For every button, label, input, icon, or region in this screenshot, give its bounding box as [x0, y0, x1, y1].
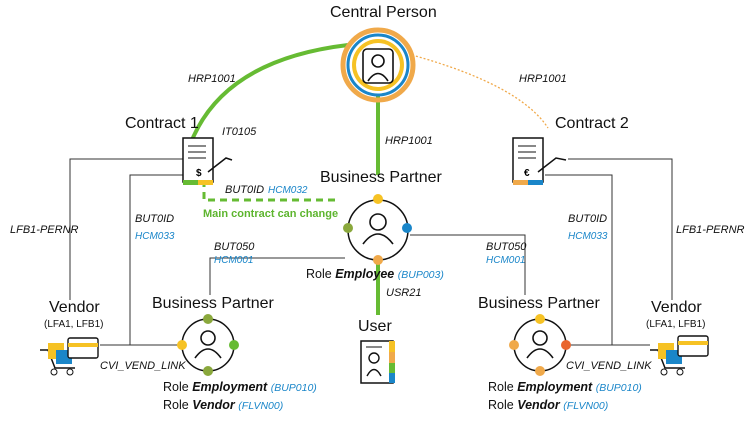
vendor-left-title: Vendor: [49, 299, 100, 316]
bp-right-role2: Role Vendor (FLVN00): [488, 399, 608, 412]
bp-left-role2: Role Vendor (FLVN00): [163, 399, 283, 412]
label-hrp1001-left: HRP1001: [188, 73, 236, 85]
vendor-right-icon: [650, 335, 709, 376]
vendor-right-title: Vendor: [651, 299, 702, 316]
role-name: Employment: [517, 380, 593, 394]
label-hcm001-left: HCM001: [214, 255, 254, 266]
contract1-title: Contract 1: [125, 115, 199, 132]
role-code: (BUP010): [595, 382, 642, 394]
line-central-contract2: [411, 54, 549, 129]
label-main-contract-change: Main contract can change: [203, 208, 339, 220]
contract2-title: Contract 2: [555, 115, 629, 132]
user-icon: [360, 340, 395, 384]
label-lfb1-left: LFB1-PERNR: [10, 224, 79, 236]
line-contract1-bp-left: [129, 174, 184, 346]
role-code: (FLVN00): [238, 400, 284, 412]
label-but050-right: BUT050: [486, 241, 527, 253]
role-code: (FLVN00): [563, 400, 609, 412]
label-hrp1001-center: HRP1001: [385, 135, 433, 147]
line-contract2-vendor-right: [568, 158, 673, 300]
label-hcm033-right: HCM033: [568, 231, 608, 242]
line-main-contract-change: [202, 180, 340, 202]
label-hcm001-right: HCM001: [486, 255, 526, 266]
role-prefix: Role: [163, 398, 189, 412]
line-contract1-vendor-left: [69, 158, 184, 300]
contract1-icon: $: [182, 137, 233, 185]
line-contract2-bp-right: [545, 174, 613, 346]
label-cvi-left: CVI_VEND_LINK: [100, 360, 186, 372]
label-butoid-right: BUT0ID: [568, 213, 608, 225]
line-bp-center-bp-left: [209, 257, 345, 295]
bp-left-icon: [177, 314, 239, 376]
bp-left-title: Business Partner: [152, 295, 274, 312]
role-code: (BUP003): [397, 269, 444, 281]
label-it0105: IT0105: [222, 126, 257, 138]
vendor-left-icon: [40, 337, 99, 376]
vendor-left-tables: (LFA1, LFB1): [44, 319, 104, 330]
bp-center-icon: [343, 194, 412, 265]
role-name: Employee: [335, 267, 395, 281]
role-prefix: Role: [488, 398, 514, 412]
role-code: (BUP010): [270, 382, 317, 394]
label-hrp1001-right: HRP1001: [519, 73, 567, 85]
contract2-icon: €: [512, 137, 567, 185]
bp-right-title: Business Partner: [478, 295, 600, 312]
role-prefix: Role: [306, 267, 332, 281]
label-but050-left: BUT050: [214, 241, 255, 253]
role-name: Vendor: [192, 398, 235, 412]
bp-right-icon: [509, 314, 571, 376]
bp-left-role1: Role Employment (BUP010): [163, 381, 317, 394]
central-person-icon: [340, 27, 416, 103]
role-name: Vendor: [517, 398, 560, 412]
role-prefix: Role: [488, 380, 514, 394]
label-cvi-right: CVI_VEND_LINK: [566, 360, 652, 372]
bp-center-role: Role Employee (BUP003): [306, 268, 444, 281]
line-central-contract1: [188, 43, 349, 146]
label-butoid-center: BUT0ID: [225, 184, 265, 196]
svg-text:€: €: [524, 168, 530, 179]
label-usr21: USR21: [386, 287, 422, 299]
label-hcm033-left: HCM033: [135, 231, 175, 242]
role-name: Employment: [192, 380, 268, 394]
svg-text:$: $: [196, 168, 202, 179]
label-butoid-left: BUT0ID: [135, 213, 175, 225]
line-bp-center-bp-right: [410, 234, 526, 295]
vendor-right-tables: (LFA1, LFB1): [646, 319, 706, 330]
bp-center-title: Business Partner: [320, 169, 442, 186]
label-lfb1-right: LFB1-PERNR: [676, 224, 745, 236]
role-prefix: Role: [163, 380, 189, 394]
user-title: User: [358, 318, 392, 335]
label-hcm032: HCM032: [268, 185, 308, 196]
bp-right-role1: Role Employment (BUP010): [488, 381, 642, 394]
central-person-title: Central Person: [330, 4, 437, 21]
